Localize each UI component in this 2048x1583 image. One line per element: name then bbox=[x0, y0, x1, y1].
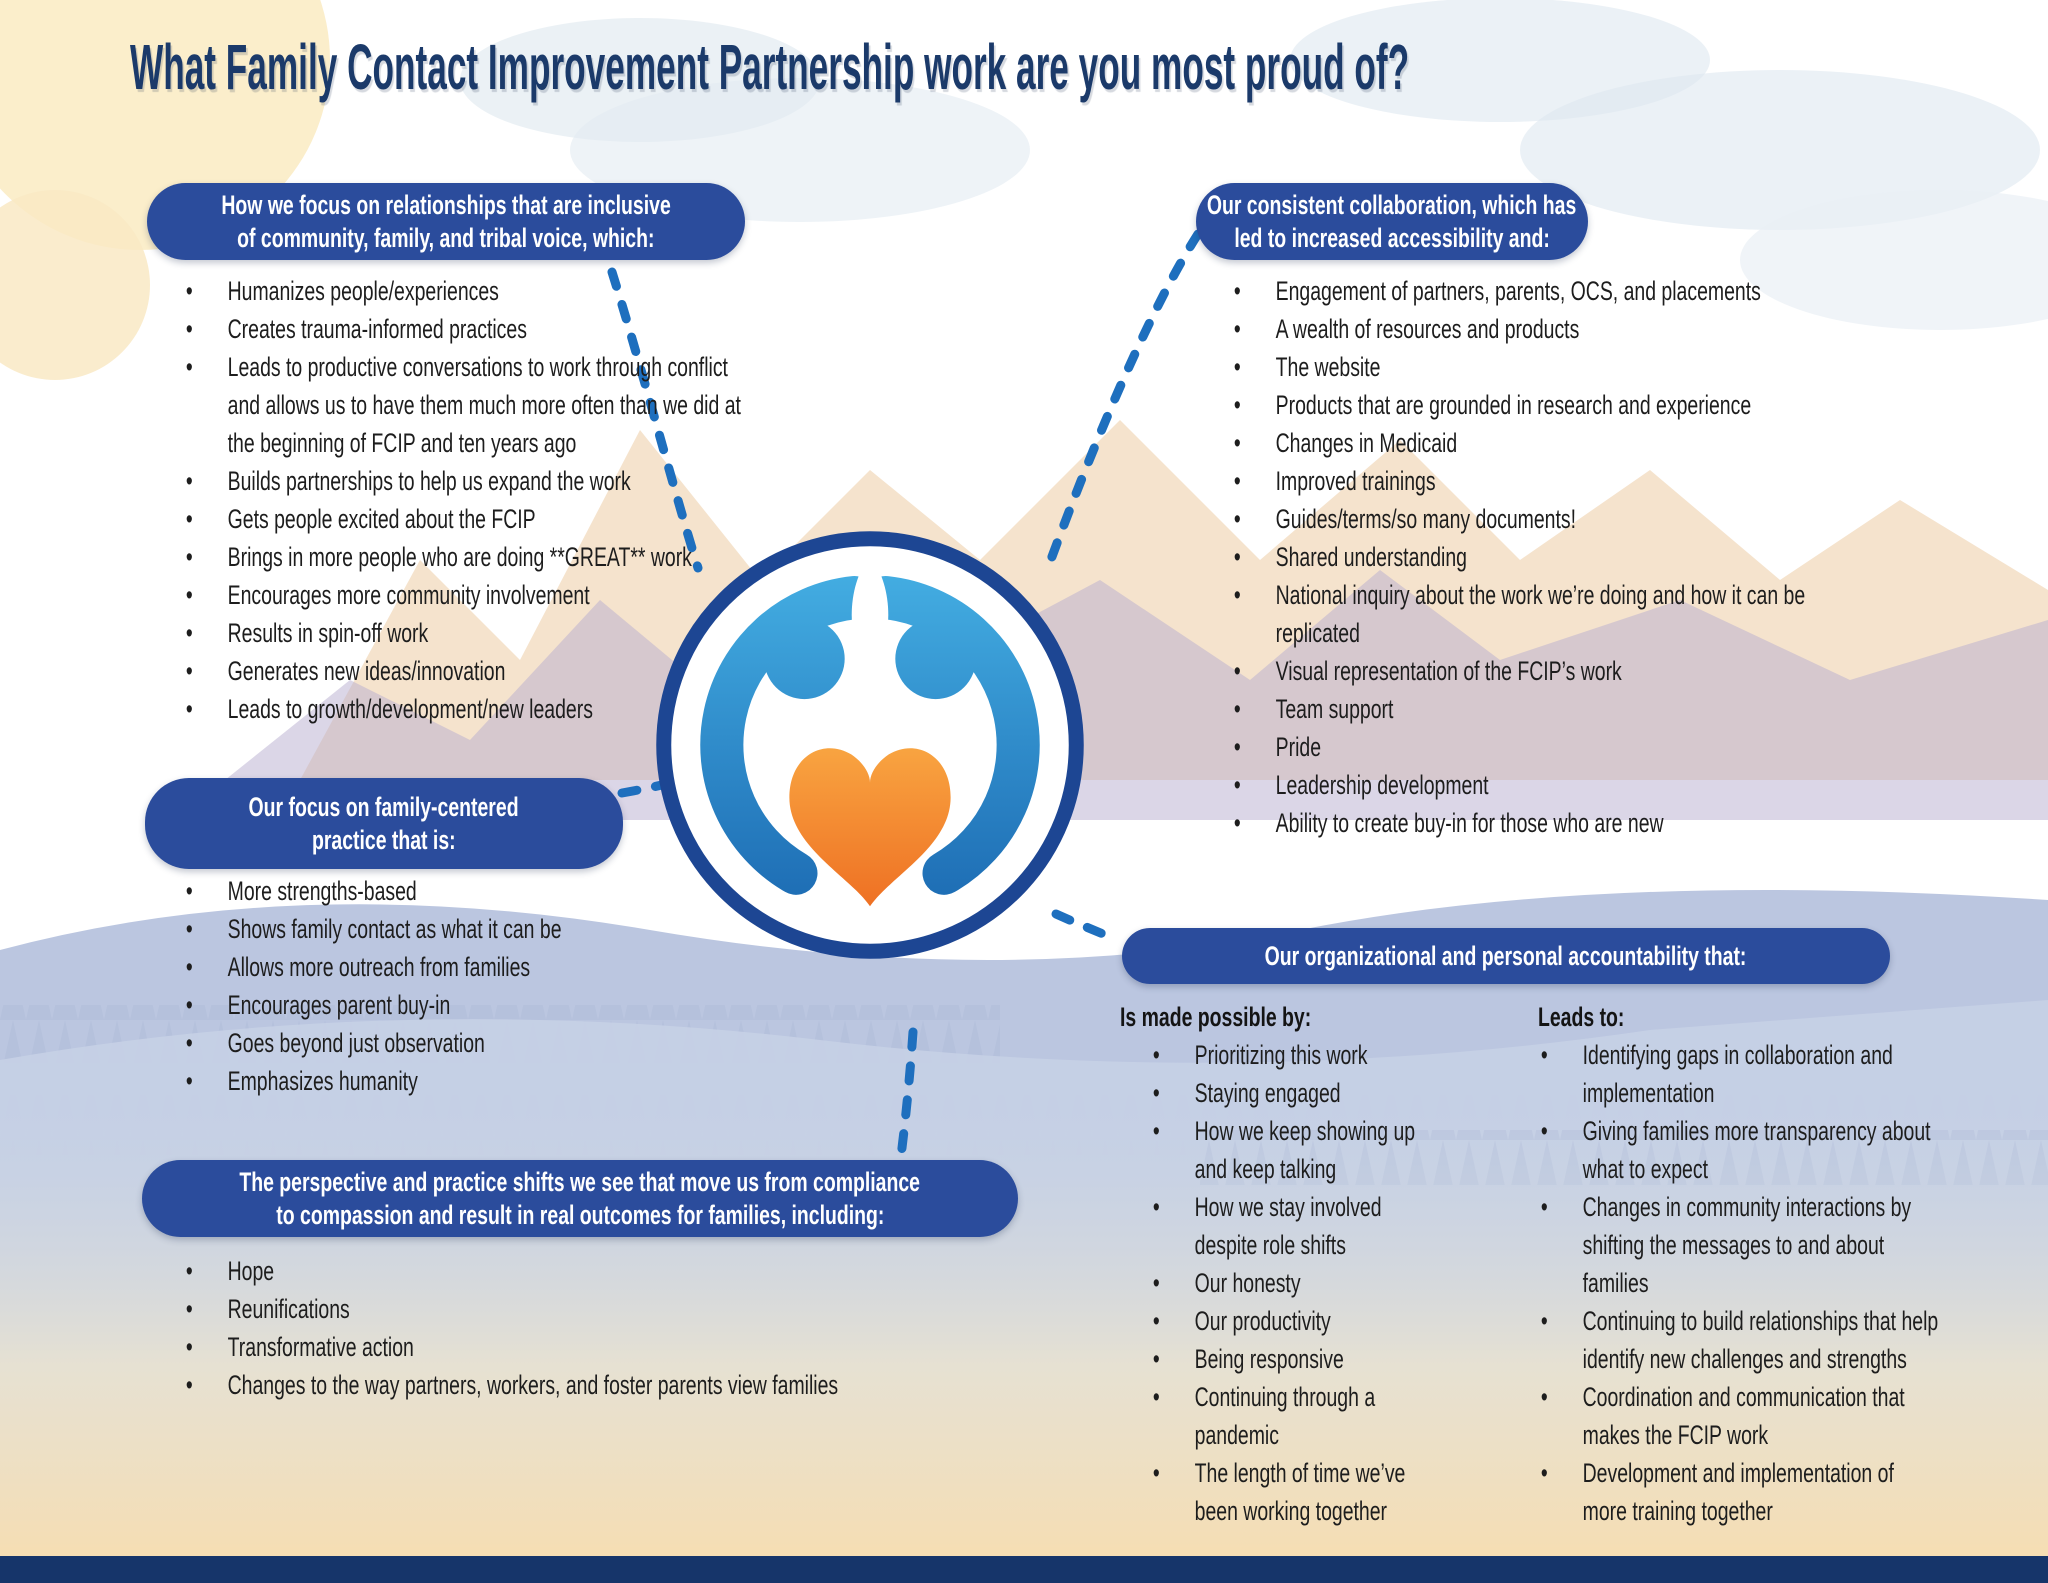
header-line: Our focus on family-centered bbox=[248, 791, 520, 822]
list-item: How we keep showing up and keep talking bbox=[1150, 1112, 1432, 1188]
list-item: Staying engaged bbox=[1150, 1074, 1432, 1112]
list-item: Being responsive bbox=[1150, 1340, 1432, 1378]
two-figures-heart-circle-logo-icon bbox=[656, 531, 1084, 959]
footer-bar bbox=[0, 1556, 2048, 1583]
list-item: Giving families more transparency about … bbox=[1538, 1112, 1943, 1188]
section-header-accountability: Our organizational and personal accounta… bbox=[1122, 928, 1890, 984]
list-item: Transformative action bbox=[183, 1328, 975, 1366]
list-item: Humanizes people/experiences bbox=[183, 272, 752, 310]
list-item: Emphasizes humanity bbox=[183, 1062, 687, 1100]
list-item: Coordination and communication that make… bbox=[1538, 1378, 1943, 1454]
list-item: Improved trainings bbox=[1231, 462, 1872, 500]
list-item: Continuing to build relationships that h… bbox=[1538, 1302, 1943, 1378]
section-header-relationships: How we focus on relationships that are i… bbox=[147, 183, 745, 260]
list-item: Continuing through a pandemic bbox=[1150, 1378, 1432, 1454]
list-item: Changes in Medicaid bbox=[1231, 424, 1872, 462]
accountability-possible-by-list: Prioritizing this workStaying engagedHow… bbox=[1150, 1036, 1432, 1530]
list-item: More strengths-based bbox=[183, 872, 687, 910]
perspective-shifts-list: HopeReunificationsTransformative actionC… bbox=[183, 1252, 975, 1404]
list-item: The length of time we’ve been working to… bbox=[1150, 1454, 1432, 1530]
list-item: Visual representation of the FCIP’s work bbox=[1231, 652, 1872, 690]
left-figure-head bbox=[764, 618, 845, 700]
list-item: Goes beyond just observation bbox=[183, 1024, 687, 1062]
header-line: of community, family, and tribal voice, … bbox=[237, 222, 655, 253]
page-title: What Family Contact Improvement Partners… bbox=[130, 31, 1410, 103]
list-item: A wealth of resources and products bbox=[1231, 310, 1872, 348]
accountability-leads-to-list: Identifying gaps in collaboration and im… bbox=[1538, 1036, 1943, 1530]
family-centered-list: More strengths-basedShows family contact… bbox=[183, 872, 687, 1100]
list-item: Prioritizing this work bbox=[1150, 1036, 1432, 1074]
list-item: Changes to the way partners, workers, an… bbox=[183, 1366, 975, 1404]
list-item: Leadership development bbox=[1231, 766, 1872, 804]
list-item: Allows more outreach from families bbox=[183, 948, 687, 986]
list-item: Creates trauma-informed practices bbox=[183, 310, 752, 348]
header-line: The perspective and practice shifts we s… bbox=[239, 1166, 921, 1197]
header-line: How we focus on relationships that are i… bbox=[221, 189, 671, 220]
list-item: Shows family contact as what it can be bbox=[183, 910, 687, 948]
list-item: Leads to productive conversations to wor… bbox=[183, 348, 752, 462]
list-item: National inquiry about the work we’re do… bbox=[1231, 576, 1872, 652]
header-line: to compassion and result in real outcome… bbox=[275, 1199, 885, 1230]
list-item: How we stay involved despite role shifts bbox=[1150, 1188, 1432, 1264]
header-line: Our consistent collaboration, which has bbox=[1207, 189, 1577, 220]
list-item: Products that are grounded in research a… bbox=[1231, 386, 1872, 424]
right-figure-head bbox=[895, 618, 976, 700]
list-item: Guides/terms/so many documents! bbox=[1231, 500, 1872, 538]
list-item: The website bbox=[1231, 348, 1872, 386]
header-line: practice that is: bbox=[312, 824, 456, 855]
accountability-column-heading-possible-by: Is made possible by: bbox=[1120, 1002, 1312, 1032]
list-item: Identifying gaps in collaboration and im… bbox=[1538, 1036, 1943, 1112]
section-header-perspective-shifts: The perspective and practice shifts we s… bbox=[142, 1160, 1018, 1237]
accountability-column-heading-leads-to: Leads to: bbox=[1538, 1002, 1625, 1032]
list-item: Reunifications bbox=[183, 1290, 975, 1328]
list-item: Our honesty bbox=[1150, 1264, 1432, 1302]
list-item: Team support bbox=[1231, 690, 1872, 728]
list-item: Builds partnerships to help us expand th… bbox=[183, 462, 752, 500]
list-item: Changes in community interactions by shi… bbox=[1538, 1188, 1943, 1302]
header-line: led to increased accessibility and: bbox=[1234, 222, 1550, 253]
list-item: Encourages parent buy-in bbox=[183, 986, 687, 1024]
list-item: Ability to create buy-in for those who a… bbox=[1231, 804, 1872, 842]
connector-perspective bbox=[896, 1027, 918, 1161]
collaboration-list: Engagement of partners, parents, OCS, an… bbox=[1231, 272, 1872, 842]
list-item: Shared understanding bbox=[1231, 538, 1872, 576]
list-item: Pride bbox=[1231, 728, 1872, 766]
list-item: Our productivity bbox=[1150, 1302, 1432, 1340]
list-item: Development and implementation of more t… bbox=[1538, 1454, 1943, 1530]
header-line: Our organizational and personal accounta… bbox=[1265, 940, 1747, 971]
center-logo bbox=[645, 520, 1095, 970]
list-item: Hope bbox=[183, 1252, 975, 1290]
list-item: Engagement of partners, parents, OCS, an… bbox=[1231, 272, 1872, 310]
